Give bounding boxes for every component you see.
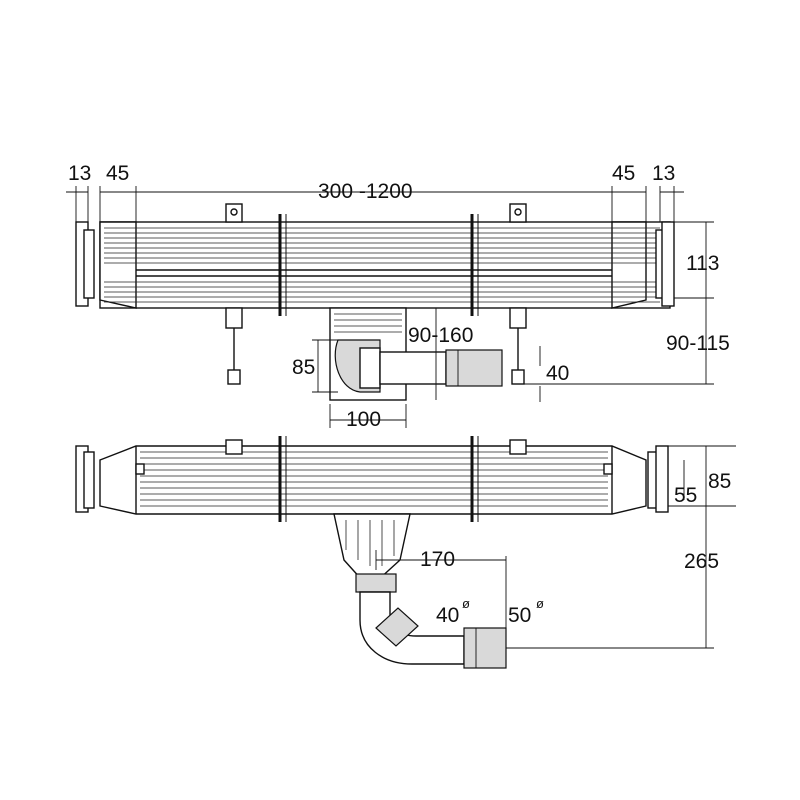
- dim-pipe-50: 50: [508, 604, 531, 627]
- front-channel-body: [99, 436, 647, 522]
- dim-channel-height: 113: [686, 252, 719, 275]
- diameter-symbol-50: ø: [536, 596, 544, 611]
- right-end-cap: [655, 221, 675, 307]
- dim-outlet-85: 85: [292, 356, 315, 379]
- outlet-assembly: [329, 307, 503, 401]
- adjustable-feet: [225, 307, 527, 385]
- top-brackets: [225, 203, 527, 223]
- dim-outlet-height-range: 90-160: [408, 324, 473, 347]
- dim-front-55: 55: [674, 484, 697, 507]
- dim-front-85: 85: [708, 470, 731, 493]
- channel-ribs: [104, 227, 660, 303]
- dim-front-265: 265: [684, 550, 719, 573]
- dim-offset-left: 45: [106, 162, 129, 185]
- channel-body: [99, 214, 671, 316]
- dim-end-cap-right: 13: [652, 162, 675, 185]
- top-view: 13 45 300 -1200 45 13 113 90-115 90-160 …: [66, 162, 730, 431]
- front-dimension-lines: [375, 445, 736, 649]
- dim-pipe-40: 40: [436, 604, 459, 627]
- drain-pipe: [333, 513, 507, 669]
- left-end-cap: [75, 221, 95, 307]
- dim-channel-length: 300 -1200: [318, 180, 413, 203]
- top-dimension-lines: [66, 186, 714, 428]
- dim-end-cap-left: 13: [68, 162, 91, 185]
- front-view: 85 55 265 170 40 ø 50 ø: [75, 436, 736, 669]
- front-left-end-cap: [75, 445, 95, 513]
- dim-offset-right: 45: [612, 162, 635, 185]
- front-right-end-cap: [647, 445, 669, 513]
- dim-foot-adjust: 90-115: [666, 332, 730, 355]
- dim-outlet-width: 100: [346, 408, 381, 431]
- diameter-symbol-40: ø: [462, 596, 470, 611]
- dim-outlet-40: 40: [546, 362, 569, 385]
- dim-front-170: 170: [420, 548, 455, 571]
